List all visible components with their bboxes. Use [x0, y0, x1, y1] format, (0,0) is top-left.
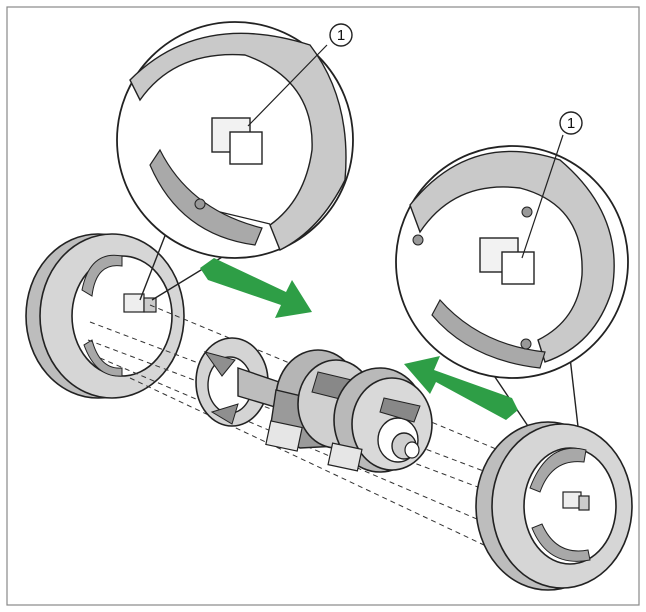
callout-label: 1	[337, 27, 345, 44]
right-zoom-lens	[395, 145, 629, 497]
install-arrow-right-icon	[200, 258, 312, 318]
install-arrow-left-icon	[404, 356, 518, 420]
left-zoom-lens	[116, 21, 354, 301]
callout-circle-icon	[559, 111, 583, 135]
callout-label: 1	[567, 115, 575, 132]
right-tire-clip	[562, 491, 582, 509]
left-roller-tire	[25, 233, 185, 399]
callout-1-left: 1	[247, 23, 353, 127]
right-roller-tire	[475, 421, 633, 591]
roller-core-assembly	[195, 337, 433, 473]
callout-1-right: 1	[521, 111, 583, 259]
callout-circle-icon	[329, 23, 353, 47]
